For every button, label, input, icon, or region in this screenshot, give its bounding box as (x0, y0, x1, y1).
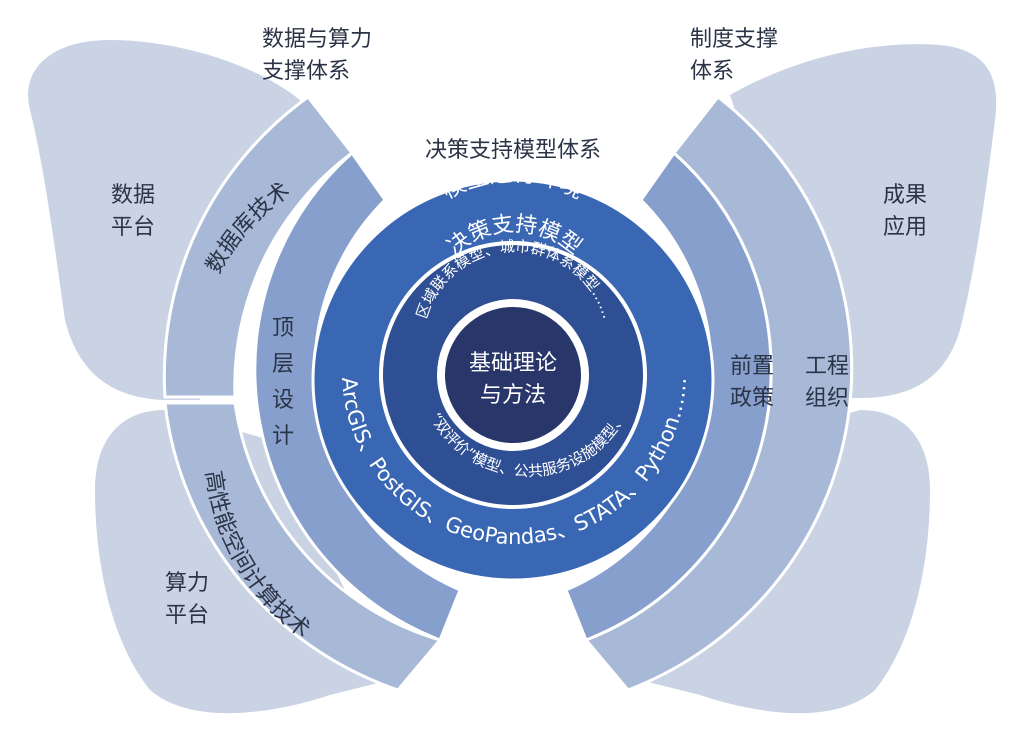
heading-institutional-line1: 制度支撑 (690, 27, 778, 52)
core-label-line1: 基础理论 (469, 351, 557, 376)
label-compute-platform-line1: 算力 (165, 571, 209, 596)
label-data-platform-line2: 平台 (111, 215, 155, 240)
ring-runtime-edge (311, 178, 715, 582)
label-top-design-1: 顶 (272, 316, 294, 341)
label-results-application-line2: 应用 (883, 215, 927, 240)
label-pre-policy-line1: 前置 (730, 354, 774, 379)
heading-data-compute-line2: 支撑体系 (262, 59, 350, 84)
heading-data-compute-line1: 数据与算力 (262, 27, 372, 52)
band-outer-lower-left (163, 401, 443, 692)
label-top-design-4: 计 (272, 424, 294, 449)
label-data-platform-line1: 数据 (111, 183, 155, 208)
central-rings (311, 178, 715, 582)
core-label-line2: 与方法 (480, 383, 546, 408)
band-outer-upper-left (162, 94, 355, 399)
heading-institutional-support: 制度支撑 体系 (690, 27, 778, 84)
outer-bands (162, 94, 854, 692)
label-engineering-line2: 组织 (805, 386, 849, 411)
label-top-design-3: 设 (272, 388, 294, 413)
label-results-application-line1: 成果 (883, 183, 927, 208)
label-pre-policy-line2: 政策 (730, 386, 774, 411)
label-compute-platform-line2: 平台 (165, 603, 209, 628)
core-circle (445, 307, 581, 443)
label-engineering-line1: 工程 (805, 354, 849, 379)
heading-institutional-line2: 体系 (690, 59, 734, 84)
upper-left-wing (28, 40, 301, 400)
heading-data-compute-support: 数据与算力 支撑体系 (262, 27, 372, 84)
label-top-design: 顶 层 设 计 (272, 316, 294, 449)
diagram-title: 决策支持模型体系 (425, 138, 601, 163)
upper-right-wing (730, 44, 997, 398)
label-top-design-2: 层 (272, 352, 294, 377)
